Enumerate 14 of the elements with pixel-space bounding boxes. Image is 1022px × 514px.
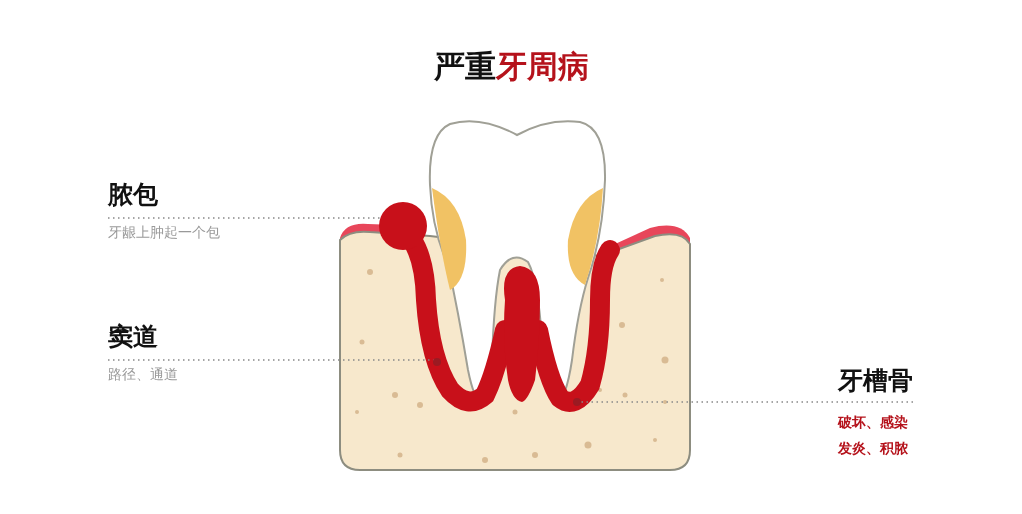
sinus-tract-point: [433, 358, 441, 366]
term-label: 牙槽骨: [838, 366, 913, 396]
term-label: 窦道: [108, 322, 159, 352]
abscess-swelling: [379, 202, 427, 250]
leader-line: [580, 401, 914, 403]
description-text: 发炎、积脓: [838, 439, 909, 458]
title: 严重牙周病: [432, 47, 590, 86]
leader-line: [107, 217, 382, 219]
description-text: 路径、通道: [108, 365, 178, 384]
description-text: 牙龈上肿起一个包: [108, 223, 220, 242]
description-text: 破坏、感染: [838, 413, 909, 432]
term-label: 脓包: [108, 180, 159, 210]
leader-line: [107, 359, 435, 361]
alveolar-bone-point: [573, 398, 581, 406]
